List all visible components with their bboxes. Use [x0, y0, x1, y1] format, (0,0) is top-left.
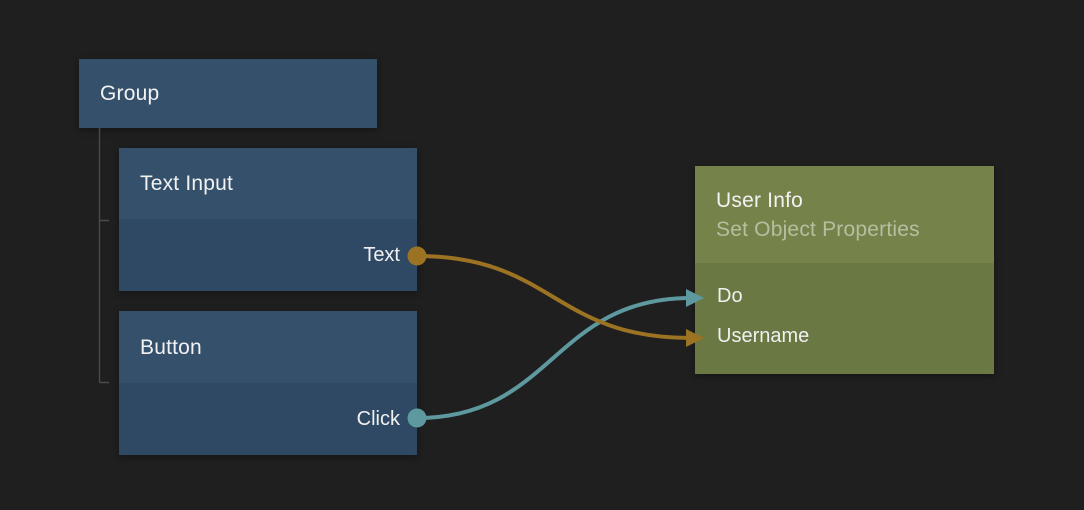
input-port-label-username: Username	[717, 324, 810, 347]
node-text-input-title: Text Input	[140, 172, 234, 195]
node-group-title: Group	[100, 82, 160, 105]
node-button-title: Button	[140, 335, 202, 359]
node-text-input[interactable]: Text Input Text	[119, 148, 417, 291]
node-button-header: Button	[119, 311, 417, 383]
node-button-body: Click	[119, 383, 417, 455]
output-port-row-text[interactable]: Text	[119, 219, 417, 291]
node-user-info-subtitle: Set Object Properties	[716, 217, 920, 241]
output-port-label-click: Click	[356, 407, 400, 430]
tree-connector-lines	[98, 128, 109, 384]
node-user-info[interactable]: User Info Set Object Properties Do Usern…	[695, 166, 994, 374]
node-group[interactable]: Group	[79, 59, 377, 128]
node-group-header: Group	[79, 59, 377, 128]
input-port-row-username[interactable]: Username	[695, 316, 994, 356]
output-port-label-text: Text	[363, 243, 400, 266]
wire-text-to-username[interactable]	[415, 254, 693, 340]
wire-click-to-do[interactable]	[415, 296, 693, 420]
node-user-info-title: User Info	[716, 188, 803, 212]
node-user-info-body: Do Username	[695, 263, 994, 374]
input-port-label-do: Do	[717, 284, 743, 307]
node-text-input-body: Text	[119, 219, 417, 291]
output-port-row-click[interactable]: Click	[119, 383, 417, 455]
node-button[interactable]: Button Click	[119, 311, 417, 455]
node-user-info-header: User Info Set Object Properties	[695, 166, 994, 263]
node-text-input-header: Text Input	[119, 148, 417, 219]
input-port-row-do[interactable]: Do	[695, 276, 994, 316]
